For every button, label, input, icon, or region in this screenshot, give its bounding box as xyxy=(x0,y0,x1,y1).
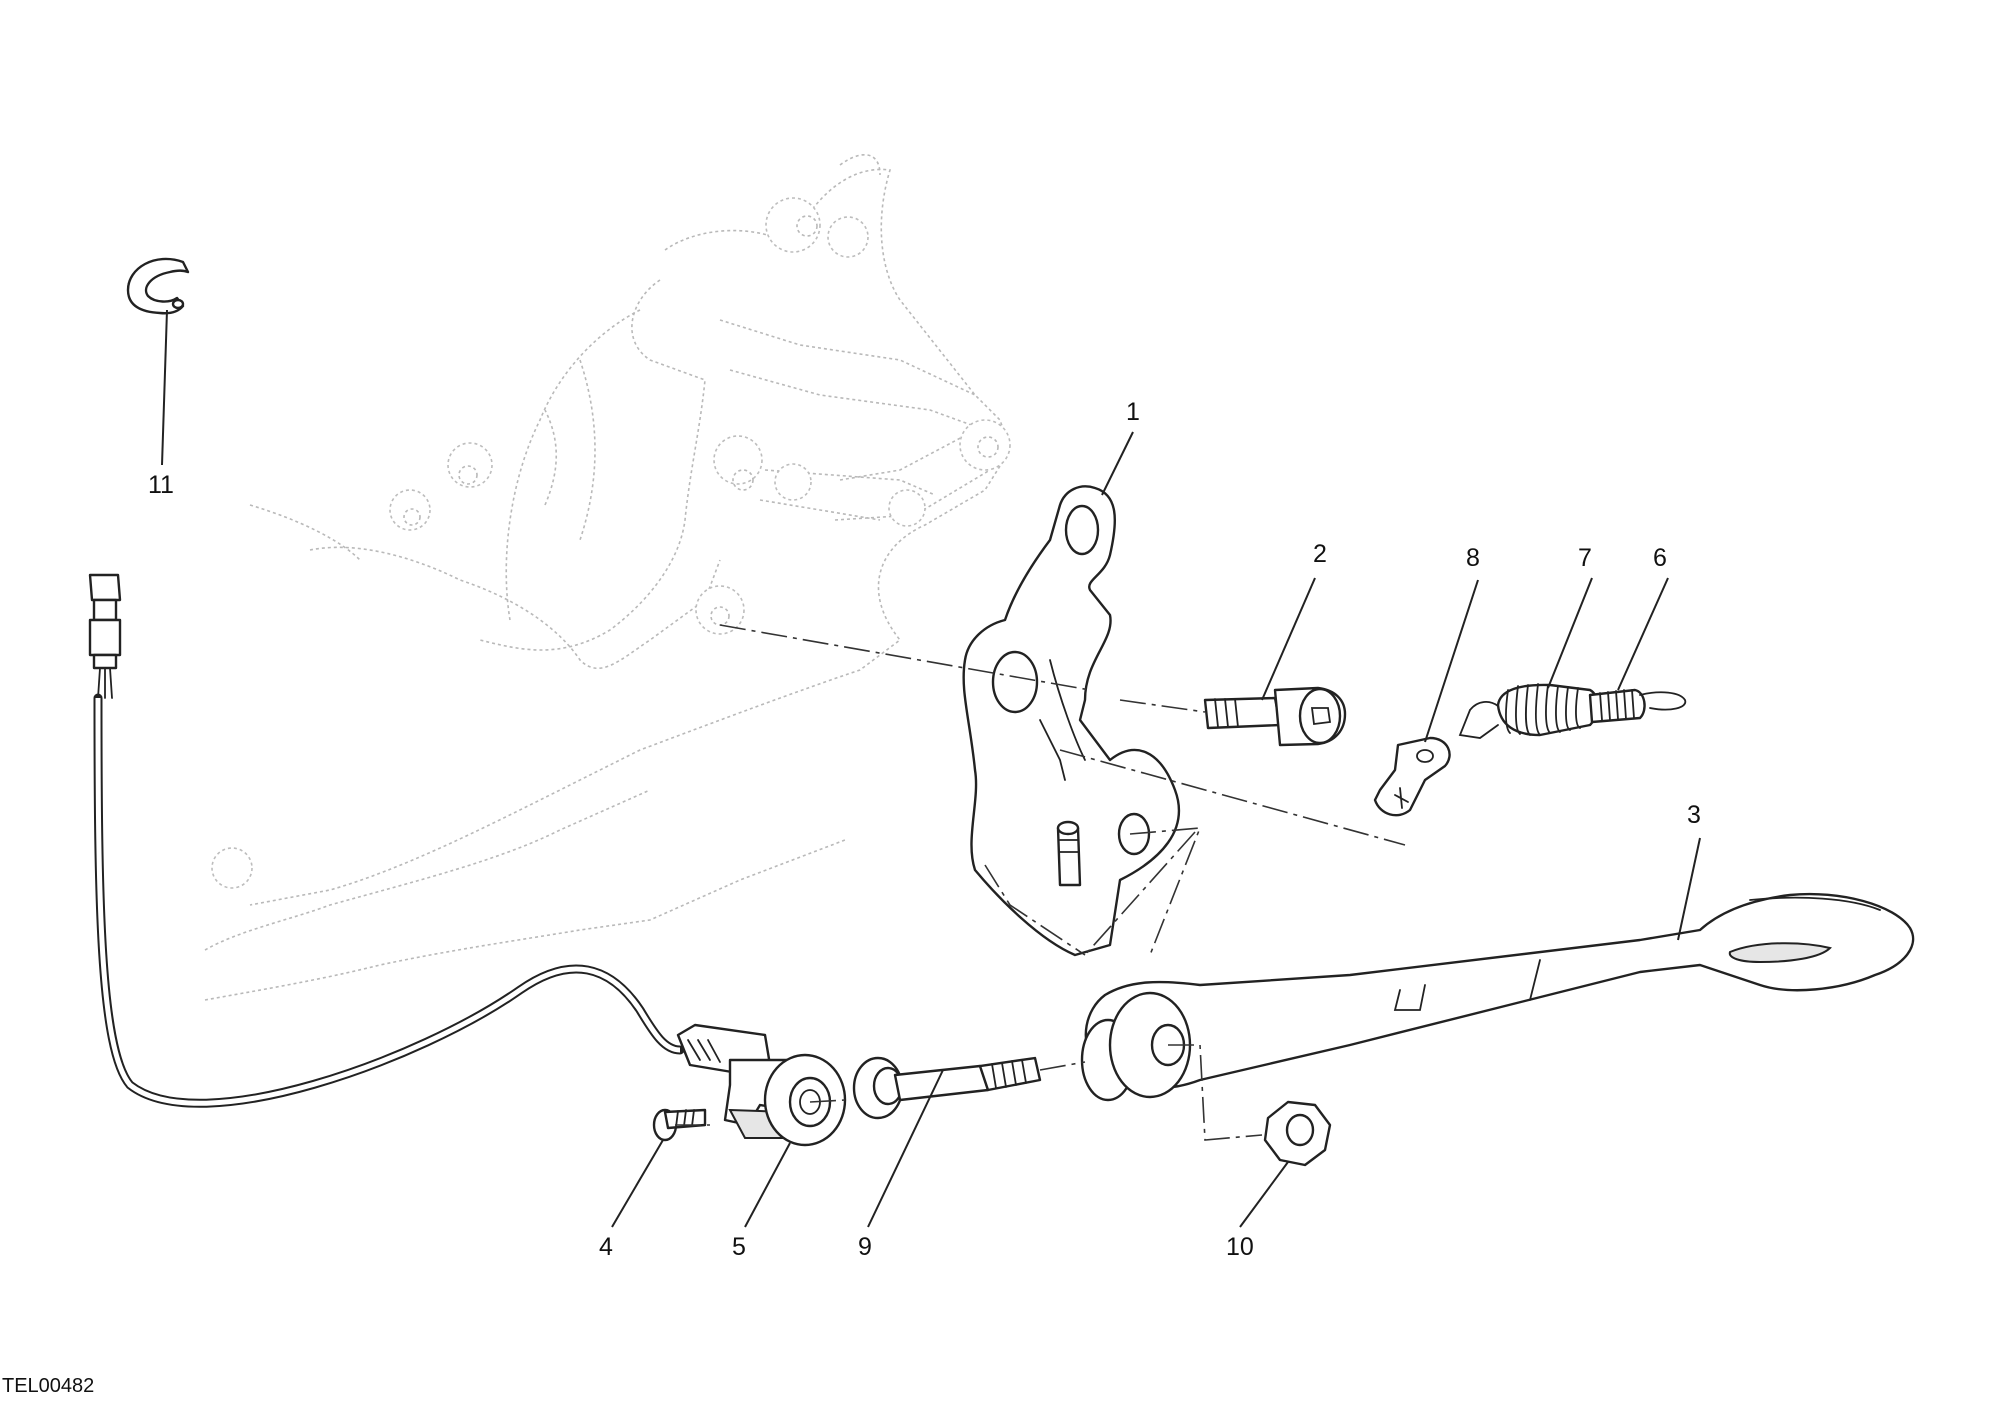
leader-lines xyxy=(161,309,1701,1228)
callout-labels: 1 2 3 4 5 6 7 8 9 10 11 xyxy=(148,398,1701,1261)
part-8-spring-plate xyxy=(1373,736,1451,817)
callout-8: 8 xyxy=(1466,544,1480,572)
part-6-inner-spring xyxy=(1588,688,1687,724)
drawing-code: TEL00482 xyxy=(2,1375,94,1397)
part-9-pivot-bolt xyxy=(852,1056,1042,1120)
part-10-nut xyxy=(1263,1100,1332,1167)
assembly-axis-lines xyxy=(675,624,1406,1141)
frame-outline-ghost xyxy=(204,153,1011,1001)
callout-9: 9 xyxy=(858,1233,872,1261)
callout-5: 5 xyxy=(732,1233,746,1261)
callout-4: 4 xyxy=(599,1233,613,1261)
part-2-bolt xyxy=(1203,686,1347,747)
part-3-side-stand xyxy=(1080,892,1915,1102)
callout-7: 7 xyxy=(1578,544,1592,572)
callout-1: 1 xyxy=(1126,398,1140,426)
callout-6: 6 xyxy=(1653,544,1667,572)
callout-11: 11 xyxy=(148,471,174,499)
side-stand-switch-harness xyxy=(88,573,685,1108)
callout-10: 10 xyxy=(1226,1233,1254,1261)
part-7-outer-spring xyxy=(1458,683,1599,739)
callout-3: 3 xyxy=(1687,801,1701,829)
callout-2: 2 xyxy=(1313,540,1327,568)
part-5-side-stand-switch xyxy=(676,1023,847,1147)
part-1-stand-bracket xyxy=(962,485,1181,957)
part-11-c-clip xyxy=(126,257,190,315)
